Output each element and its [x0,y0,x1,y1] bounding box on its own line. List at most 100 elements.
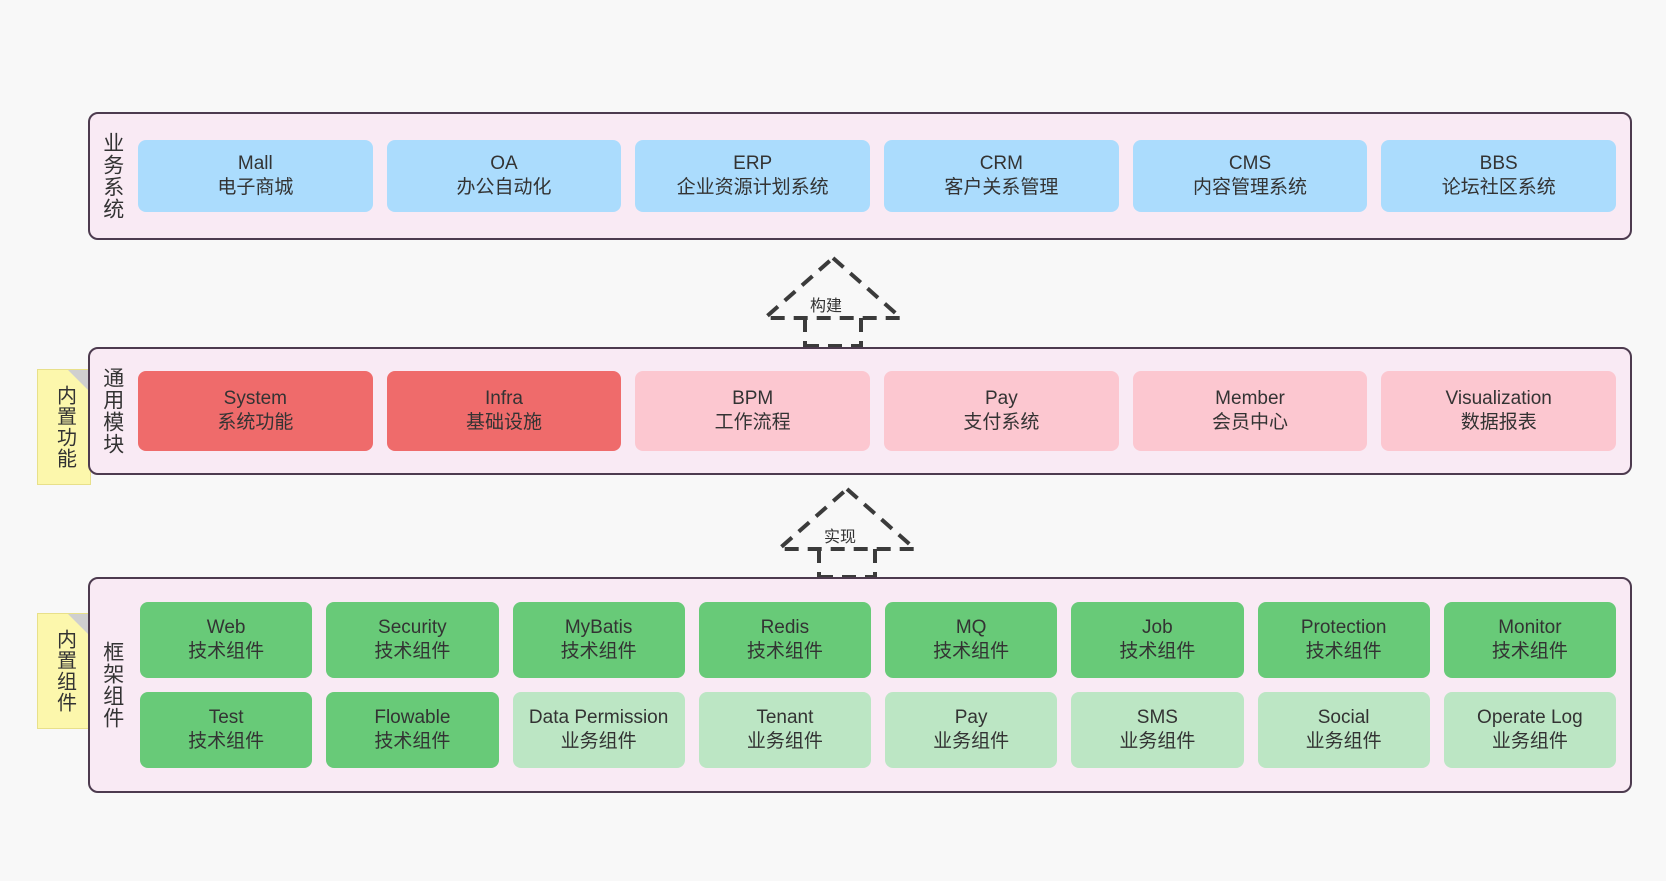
framework-row-business: Test 技术组件 Flowable 技术组件 Data Permission … [140,692,1616,768]
layer-title-common-module: 通用模块 [100,367,124,455]
layer-title-business-system: 业务系统 [100,132,124,220]
card-title-en: Data Permission [528,706,669,728]
card-cms[interactable]: CMS 内容管理系统 [1132,140,1368,212]
card-title-cn: 技术组件 [1119,641,1196,662]
card-security[interactable]: Security 技术组件 [326,602,499,678]
card-social[interactable]: Social 业务组件 [1257,692,1430,768]
card-title-en: Pay [954,706,988,728]
card-sms[interactable]: SMS 业务组件 [1071,692,1244,768]
card-title-en: Web [206,616,246,638]
card-system[interactable]: System 系统功能 [138,371,373,451]
card-title-cn: 技术组件 [933,641,1010,662]
card-title-en: Social [1317,706,1370,728]
card-title-en: CMS [1228,152,1272,174]
card-title-cn: 支付系统 [963,412,1040,433]
card-pay-module[interactable]: Pay 支付系统 [884,371,1119,451]
card-title-cn: 业务组件 [746,731,823,752]
layer-business-system: 业务系统 Mall 电子商城 OA 办公自动化 ERP 企业资源计划系统 CRM… [88,112,1632,240]
card-erp[interactable]: ERP 企业资源计划系统 [635,140,871,212]
card-bpm[interactable]: BPM 工作流程 [635,371,871,451]
note-builtin-function: 内置功能 [37,369,91,485]
card-pay-component[interactable]: Pay 业务组件 [885,692,1058,768]
card-title-en: ERP [733,152,773,174]
connector-label-build: 构建 [810,298,843,315]
card-monitor[interactable]: Monitor 技术组件 [1443,602,1616,678]
card-title-en: Job [1142,616,1173,638]
card-tenant[interactable]: Tenant 业务组件 [698,692,871,768]
card-redis[interactable]: Redis 技术组件 [698,602,871,678]
card-crm[interactable]: CRM 客户关系管理 [884,140,1119,212]
card-infra[interactable]: Infra 基础设施 [386,371,622,451]
card-title-en: Protection [1300,616,1387,638]
card-title-cn: 业务组件 [933,731,1010,752]
card-title-cn: 技术组件 [746,641,823,662]
note-builtin-component: 内置组件 [37,613,91,729]
card-title-cn: 技术组件 [1491,641,1568,662]
connector-implement-arrow: 实现 [762,486,932,579]
card-title-en: CRM [979,152,1023,174]
card-bbs[interactable]: BBS 论坛社区系统 [1381,140,1617,212]
card-visualization[interactable]: Visualization 数据报表 [1381,371,1617,451]
card-title-cn: 技术组件 [560,641,637,662]
card-title-cn: 内容管理系统 [1193,177,1308,198]
card-title-en: Operate Log [1477,706,1583,728]
card-test[interactable]: Test 技术组件 [140,692,313,768]
card-title-en: MQ [955,616,987,638]
card-title-en: Security [378,616,447,638]
card-title-en: System [223,387,288,409]
card-oa[interactable]: OA 办公自动化 [386,140,622,212]
card-title-cn: 技术组件 [1305,641,1382,662]
card-member[interactable]: Member 会员中心 [1132,371,1368,451]
layer-body-business-system: Mall 电子商城 OA 办公自动化 ERP 企业资源计划系统 CRM 客户关系… [134,114,1630,238]
card-title-cn: 技术组件 [374,731,451,752]
card-web[interactable]: Web 技术组件 [140,602,313,678]
card-title-en: Pay [984,387,1018,409]
card-operate-log[interactable]: Operate Log 业务组件 [1443,692,1616,768]
connector-build-arrow: 构建 [748,255,918,348]
card-title-cn: 技术组件 [374,641,451,662]
card-title-en: Visualization [1445,387,1552,409]
card-data-permission[interactable]: Data Permission 业务组件 [512,692,685,768]
card-job[interactable]: Job 技术组件 [1071,602,1244,678]
card-mall[interactable]: Mall 电子商城 [138,140,373,212]
card-title-en: Flowable [374,706,451,728]
card-title-cn: 技术组件 [188,641,265,662]
layer-title-framework-component: 框架组件 [100,641,124,729]
card-title-cn: 数据报表 [1460,412,1537,433]
card-title-en: Redis [760,616,810,638]
card-title-en: SMS [1136,706,1178,728]
framework-row-technical: Web 技术组件 Security 技术组件 MyBatis 技术组件 Redi… [140,602,1616,678]
card-title-en: BPM [732,387,774,409]
connector-label-implement: 实现 [824,529,857,546]
layer-body-framework-component: Web 技术组件 Security 技术组件 MyBatis 技术组件 Redi… [134,579,1630,791]
note-builtin-component-label: 内置组件 [53,629,76,713]
card-title-cn: 电子商城 [217,177,294,198]
card-title-cn: 基础设施 [466,412,543,433]
card-title-en: Mall [237,152,273,174]
card-mybatis[interactable]: MyBatis 技术组件 [512,602,685,678]
card-title-en: OA [490,152,518,174]
card-protection[interactable]: Protection 技术组件 [1257,602,1430,678]
card-title-en: BBS [1479,152,1518,174]
note-fold-corner-icon [68,370,90,392]
layer-body-common-module: System 系统功能 Infra 基础设施 BPM 工作流程 Pay 支付系统… [134,349,1630,473]
card-title-en: Test [208,706,244,728]
card-title-cn: 业务组件 [560,731,637,752]
card-title-cn: 企业资源计划系统 [676,177,829,198]
card-title-cn: 办公自动化 [456,177,552,198]
card-title-cn: 系统功能 [217,412,294,433]
card-title-en: Member [1215,387,1285,409]
layer-common-module: 通用模块 System 系统功能 Infra 基础设施 BPM 工作流程 Pay… [88,347,1632,475]
layer-framework-component: 框架组件 Web 技术组件 Security 技术组件 MyBatis 技术组件… [88,577,1632,793]
card-title-en: Infra [484,387,524,409]
card-flowable[interactable]: Flowable 技术组件 [326,692,499,768]
card-title-cn: 会员中心 [1212,412,1289,433]
card-mq[interactable]: MQ 技术组件 [885,602,1058,678]
card-title-cn: 论坛社区系统 [1441,177,1556,198]
note-fold-corner-icon [68,614,90,636]
card-title-en: MyBatis [564,616,633,638]
card-title-en: Tenant [756,706,814,728]
note-builtin-function-label: 内置功能 [53,385,76,469]
card-title-cn: 技术组件 [188,731,265,752]
